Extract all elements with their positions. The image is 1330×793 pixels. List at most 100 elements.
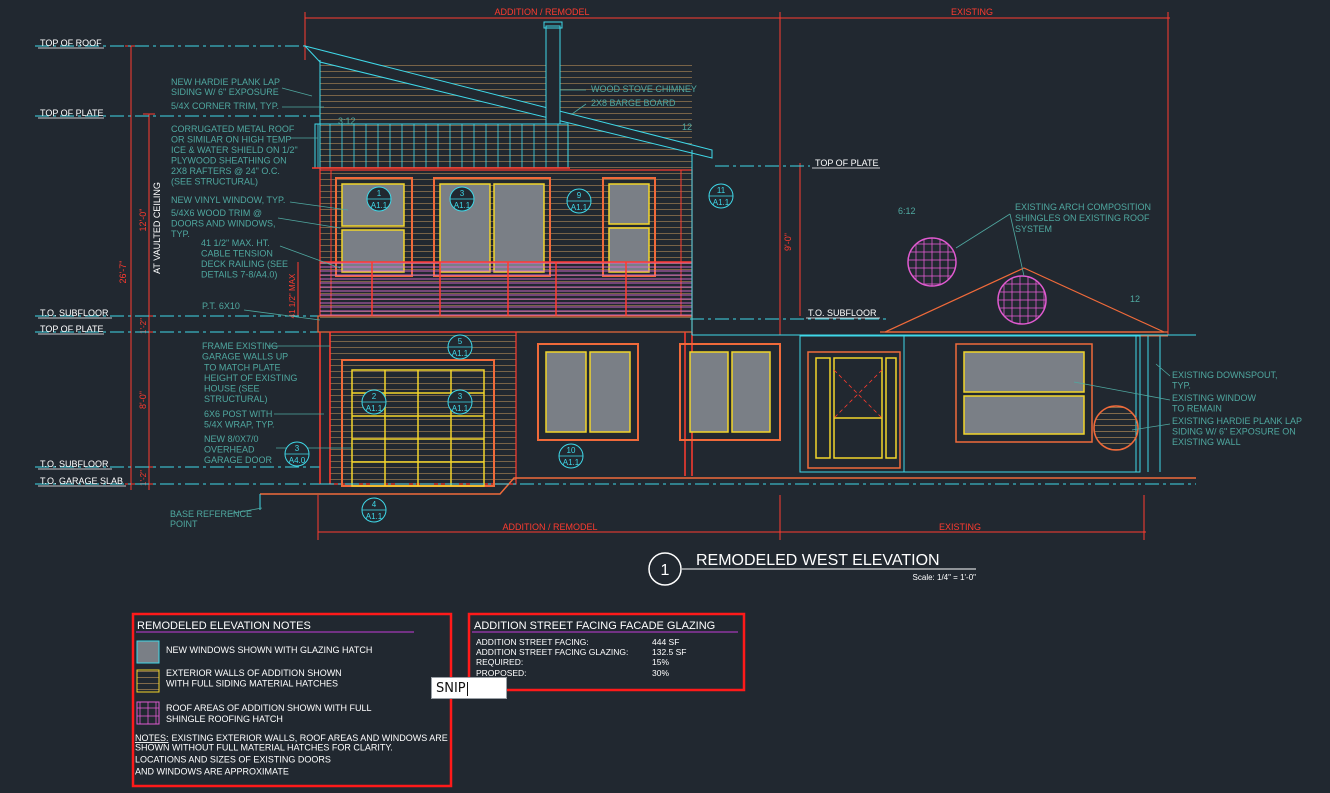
level-existing-subfloor: T.O. SUBFLOOR	[808, 308, 877, 318]
text-caret	[466, 681, 468, 696]
slope-addition-roof-right: 12	[682, 122, 692, 132]
svg-text:A1.1: A1.1	[454, 201, 471, 210]
glazing-row-value: 132.5 SF	[652, 647, 687, 657]
detail-tag: 5A1.1	[447, 334, 473, 360]
svg-text:5: 5	[458, 337, 463, 346]
svg-text:A1.1: A1.1	[366, 404, 383, 413]
dim-railing-height: 41 1/2" MAX	[288, 273, 297, 318]
svg-text:A1.1: A1.1	[563, 458, 580, 467]
glazing-row-label: ADDITION STREET FACING:	[476, 637, 589, 647]
glazing-row-label: REQUIRED:	[476, 657, 523, 667]
dim-overall-height: 26'-7"	[118, 261, 128, 284]
svg-text:WOOD STOVE CHIMNEY: WOOD STOVE CHIMNEY	[591, 84, 697, 94]
dim-vaulted-note: AT VAULTED CEILING	[152, 182, 162, 274]
svg-text:9: 9	[577, 191, 582, 200]
legend-item-glazing: NEW WINDOWS SHOWN WITH GLAZING HATCH	[166, 645, 372, 655]
ground-line	[259, 477, 1196, 510]
level-underlines	[38, 47, 880, 487]
glazing-row-value: 30%	[652, 668, 669, 678]
snip-input-text: SNIP	[436, 681, 466, 696]
svg-text:5/4X CORNER TRIM, TYP.: 5/4X CORNER TRIM, TYP.	[171, 101, 279, 111]
svg-text:A4.0: A4.0	[289, 456, 306, 465]
detail-tag: 3A1.1	[447, 389, 473, 415]
legend-notes: NOTES:EXISTING EXTERIOR WALLS, ROOF AREA…	[135, 733, 450, 777]
dim-bottom-addition: ADDITION / REMODEL	[502, 522, 597, 532]
svg-text:3: 3	[458, 392, 463, 401]
svg-text:3: 3	[460, 189, 465, 198]
notes-top: WOOD STOVE CHIMNEY 2X8 BARGE BOARD	[591, 84, 697, 108]
existing-building	[691, 158, 1196, 473]
dim-existing-height: 9'-0"	[783, 233, 793, 251]
dim-floor-thickness: 1'-2"	[139, 318, 148, 334]
snip-command-input[interactable]: SNIP	[431, 677, 507, 699]
detail-tag: 3A1.1	[449, 186, 475, 212]
leader-lines	[227, 87, 1171, 515]
svg-text:5/4X6 WOOD TRIM @DOORS AND WIN: 5/4X6 WOOD TRIM @DOORS AND WINDOWS,TYP.	[171, 208, 276, 239]
svg-text:P.T. 6X10: P.T. 6X10	[202, 301, 240, 311]
legend-box: REMODELED ELEVATION NOTES NEW WINDOWS SH…	[131, 612, 453, 788]
detail-tag: 3A4.0	[284, 441, 310, 467]
top-dimension	[304, 12, 1170, 335]
title-scale: Scale: 1/4" = 1'-0"	[913, 573, 977, 582]
dim-lower-height: 8'-0"	[138, 391, 148, 409]
svg-text:2: 2	[372, 392, 377, 401]
svg-text:2X8 BARGE BOARD: 2X8 BARGE BOARD	[591, 98, 676, 108]
svg-text:10: 10	[567, 446, 576, 455]
siding-hatch-icon	[136, 669, 160, 693]
level-top-of-plate-lower: TOP OF PLATE	[40, 324, 104, 334]
drawing-title: 1 REMODELED WEST ELEVATION Scale: 1/4" =…	[648, 552, 977, 586]
svg-text:A1.1: A1.1	[571, 203, 588, 212]
svg-text:A1.1: A1.1	[371, 201, 388, 210]
level-subfloor-lower: T.O. SUBFLOOR	[40, 459, 109, 469]
dim-upper-height: 12'-0"	[138, 209, 148, 232]
svg-text:11: 11	[717, 186, 726, 195]
dim-top-addition: ADDITION / REMODEL	[494, 7, 589, 17]
level-subfloor-upper: T.O. SUBFLOOR	[40, 308, 109, 318]
level-garage-slab: T.O. GARAGE SLAB	[40, 476, 123, 486]
glazing-row-label: ADDITION STREET FACING GLAZING:	[476, 647, 628, 657]
title-text: REMODELED WEST ELEVATION	[696, 552, 940, 569]
slope-addition-roof: 3:12	[338, 116, 356, 126]
slope-existing-pitch: 6:12	[898, 206, 916, 216]
legend-title: REMODELED ELEVATION NOTES	[137, 620, 311, 632]
svg-text:NEW VINYL WINDOW, TYP.: NEW VINYL WINDOW, TYP.	[171, 195, 285, 205]
level-lines	[35, 45, 890, 485]
addition-building	[303, 21, 781, 487]
glazing-row-value: 444 SF	[652, 637, 679, 647]
glazing-row-value: 15%	[652, 657, 669, 667]
level-top-of-roof: TOP OF ROOF	[40, 38, 102, 48]
glazing-row-label: PROPOSED:	[476, 668, 527, 678]
detail-tag: 4A1.1	[361, 497, 387, 523]
dim-slab-step: 1'-2"	[139, 470, 148, 486]
title-number: 1	[661, 562, 670, 579]
level-existing-top-of-plate: TOP OF PLATE	[815, 158, 879, 168]
svg-text:3: 3	[295, 444, 300, 453]
shingle-hatch-icon	[136, 701, 160, 725]
detail-tag: 9A1.1	[566, 188, 592, 214]
svg-text:4: 4	[372, 500, 377, 509]
svg-text:A1.1: A1.1	[452, 404, 469, 413]
glazing-title: ADDITION STREET FACING FACADE GLAZING	[474, 620, 715, 632]
bottom-dimension	[317, 495, 1146, 540]
svg-text:A1.1: A1.1	[452, 349, 469, 358]
svg-text:1: 1	[377, 189, 382, 198]
detail-tag: 2A1.1	[361, 389, 387, 415]
dim-bottom-existing: EXISTING	[939, 522, 981, 532]
detail-tag: 1A1.1	[366, 186, 392, 212]
